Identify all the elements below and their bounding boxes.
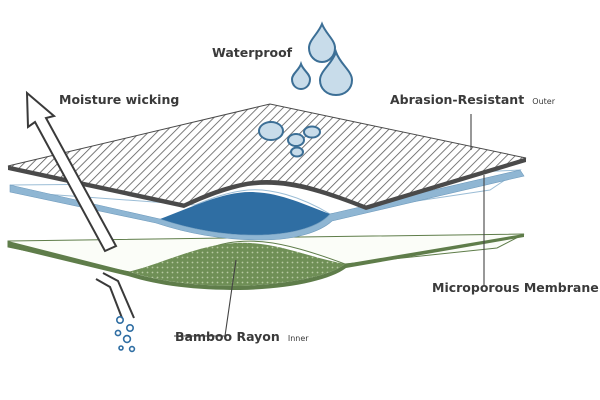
inner-layer-border	[8, 234, 524, 290]
label-waterproof: Waterproof	[212, 45, 293, 60]
outer-layer-edge	[8, 158, 526, 210]
upward-arrow-icon	[25, 90, 135, 319]
label-bamboo: Bamboo Rayon Inner	[175, 326, 309, 345]
label-abrasion: Abrasion-Resistant Outer	[390, 89, 556, 108]
label-abrasion-sub: Outer	[532, 97, 555, 106]
label-membrane: Microporous Membrane	[432, 280, 599, 295]
membrane-blue-patch	[160, 192, 330, 236]
membrane-border	[9, 169, 525, 241]
label-moisture-wicking: Moisture wicking	[59, 92, 179, 107]
leader-lines	[174, 114, 485, 337]
inner-layer	[7, 233, 525, 290]
label-abrasion-main: Abrasion-Resistant	[390, 92, 524, 107]
outer-layer	[7, 103, 527, 210]
bubbles-icon	[114, 315, 136, 353]
water-drop-icon	[290, 21, 354, 97]
label-bamboo-sub: Inner	[288, 334, 309, 343]
water-beads-icon	[258, 121, 321, 158]
leader-bamboo	[174, 259, 237, 337]
label-bamboo-main: Bamboo Rayon	[175, 329, 280, 344]
inner-dotted-patch	[130, 242, 345, 286]
